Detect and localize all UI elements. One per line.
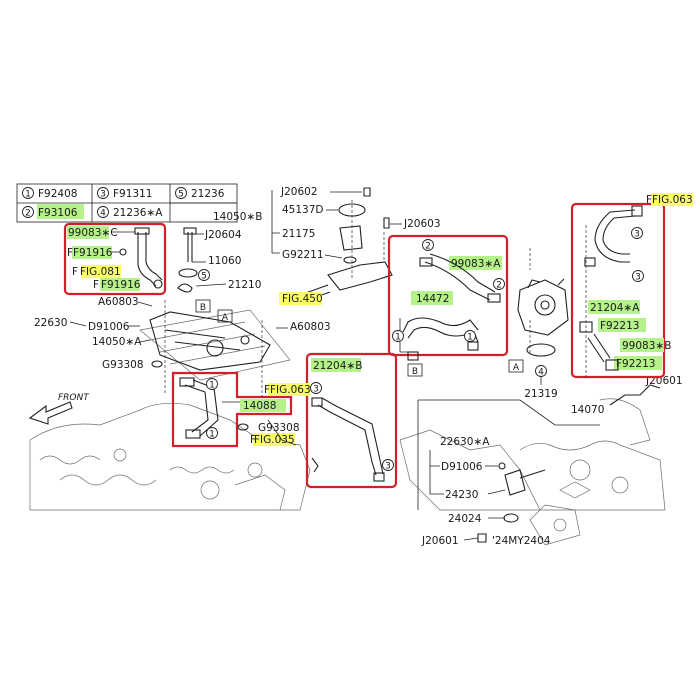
label-j20602: J20602 [280, 186, 318, 198]
label-f91916-bot: F91916 [101, 279, 141, 291]
label-99083a: 99083∗A [451, 258, 501, 270]
ref-1-hose-right: 1 [467, 333, 473, 343]
ref-1-top: 1 [209, 381, 215, 391]
ref-1-hose-left: 1 [395, 333, 401, 343]
legend-num-3: 3 [100, 190, 106, 200]
label-21204b: 21204∗B [313, 360, 362, 372]
box-b-left: B [200, 303, 206, 313]
svg-text:F: F [93, 279, 99, 291]
label-14088: 14088 [243, 400, 276, 412]
legend-code-3: F91311 [113, 188, 152, 200]
thermostat-area: J20604 11060 5 21210 [177, 227, 261, 293]
label-21175: 21175 [282, 228, 315, 240]
group-14088: 14088 1 1 [171, 371, 293, 448]
label-f92213-bot: F92213 [616, 358, 655, 370]
label-99083b: 99083∗B [622, 340, 671, 352]
ref-3-upper: 3 [313, 385, 319, 395]
front-arrow: FRONT [28, 393, 90, 425]
label-45137d: 45137D [282, 204, 324, 216]
label-d91006: D91006 [88, 321, 130, 333]
label-f91916-top: F91916 [73, 247, 113, 259]
label-d91006-inset: D91006 [441, 461, 483, 473]
legend-num-1: 1 [25, 190, 31, 200]
group-14472: 99083∗A 14472 2 2 1 1 [387, 234, 509, 361]
label-fig063-mid: FIG.063 [270, 384, 311, 396]
label-j20601-inset: J20601 [421, 535, 459, 547]
svg-text:F: F [72, 266, 78, 278]
left-head: 22630 D91006 A60803 14050∗A G93308 B A A… [34, 296, 331, 403]
ref-2-upper: 2 [425, 242, 431, 252]
svg-text:F: F [67, 247, 73, 259]
label-24024: 24024 [448, 513, 482, 525]
box-b-right: B [412, 367, 418, 377]
label-fig081: FIG.081 [80, 266, 121, 278]
group-21204b: 21204∗B F FIG.063 3 3 [264, 352, 398, 489]
label-22630: 22630 [34, 317, 67, 329]
label-14472: 14472 [416, 293, 449, 305]
ref-3-lower: 3 [385, 462, 391, 472]
reservoir-cap-area: J20602 45137D 14050∗B 21175 G92211 J2060… [213, 186, 441, 305]
box-a-right: A [513, 363, 520, 373]
legend-code-4: 21236∗A [113, 207, 163, 219]
label-fig063-right: FIG.063 [652, 194, 693, 206]
label-model-year: '24MY2404 [492, 535, 551, 547]
legend-code-1: F92408 [38, 188, 77, 200]
ref-1-bot: 1 [209, 430, 215, 440]
label-g93308-left: G93308 [102, 359, 144, 371]
label-j20603: J20603 [403, 218, 441, 230]
group-99083c: 99083∗C F F91916 F FIG.081 F F91916 [63, 222, 167, 296]
front-label: FRONT [58, 393, 90, 403]
label-22630a: 22630∗A [440, 436, 490, 448]
label-fig035: FIG.035 [254, 434, 295, 446]
group-21204a: F FIG.063 3 3 21204∗A F92213 99083∗B F92… [570, 193, 693, 379]
label-a60803-left: A60803 [98, 296, 139, 308]
legend-num-4: 4 [100, 209, 106, 219]
label-99083c: 99083∗C [68, 227, 118, 239]
label-14050b: 14050∗B [213, 211, 262, 223]
label-j20604: J20604 [204, 229, 242, 241]
label-fig450: FIG.450 [282, 293, 323, 305]
legend-num-5: 5 [178, 190, 184, 200]
label-21210: 21210 [228, 279, 261, 291]
legend-code-2: F93106 [38, 207, 78, 219]
legend-table: 1 F92408 2 F93106 3 F91311 4 21236∗A 5 2… [16, 183, 238, 223]
svg-text:F: F [250, 434, 256, 446]
label-f92213-top: F92213 [600, 320, 639, 332]
label-a60803-mid: A60803 [290, 321, 331, 333]
inset-panel: 22630∗A D91006 24230 24024 J20601 '24MY2… [417, 399, 600, 547]
label-14050a: 14050∗A [92, 336, 142, 348]
svg-text:F: F [646, 194, 652, 206]
ref-2-lower: 2 [496, 281, 502, 291]
label-24230: 24230 [445, 489, 478, 501]
water-pump: A 4 21319 14070 J20601 [508, 248, 683, 416]
svg-text:F: F [264, 384, 270, 396]
label-21204a: 21204∗A [590, 302, 640, 314]
box-a-left: A [222, 313, 229, 323]
ref-3-right-top: 3 [634, 230, 640, 240]
label-21319: 21319 [524, 388, 557, 400]
label-14070: 14070 [571, 404, 604, 416]
label-g92211: G92211 [282, 249, 324, 261]
ref-5: 5 [201, 272, 207, 282]
label-g93308-mid: G93308 [258, 422, 300, 434]
legend-code-5: 21236 [191, 188, 225, 200]
ref-4: 4 [538, 368, 544, 378]
legend-num-2: 2 [25, 209, 31, 219]
ref-3-right-bot: 3 [635, 273, 641, 283]
label-11060: 11060 [208, 255, 241, 267]
